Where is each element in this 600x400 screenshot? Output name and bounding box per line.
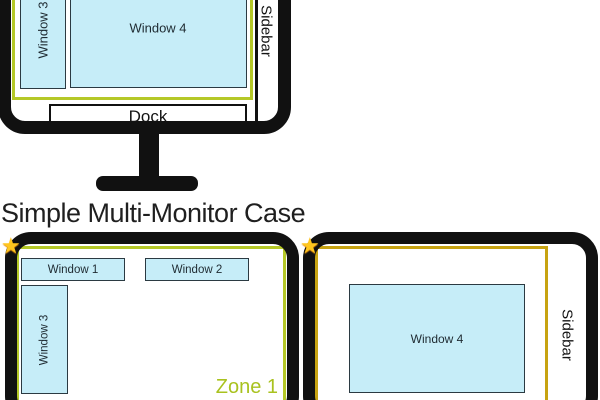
zone-outline-left [16,246,286,400]
sidebar-divider-top [255,0,258,121]
star-icon: ★ [300,233,320,258]
dock-label: Dock [128,107,168,126]
top-monitor-stand-neck [139,133,159,179]
window-2: Window 2 [145,258,249,281]
window-3-left: Window 3 [21,285,68,394]
window-4-right: Window 4 [349,284,525,393]
window-1-label: Window 1 [47,263,99,276]
top-monitor-stand-base [96,176,198,191]
window-2-label: Window 2 [171,263,223,276]
zone-outline-top [12,0,253,100]
left-monitor-frame [5,232,299,400]
window-1: Window 1 [21,258,125,281]
window-4-top [70,0,247,88]
window-3-top [20,0,66,89]
window-4-top-label: Window 4 [129,20,187,36]
page-title: Simple Multi-Monitor Case [1,198,306,228]
top-monitor-frame [0,0,291,134]
star-icon: ★ [1,233,21,258]
zone-1-label: Zone 1 [215,376,278,398]
window-4-right-label: Window 4 [410,331,464,346]
right-monitor-frame [303,232,598,400]
zone-outline-right [315,246,548,400]
